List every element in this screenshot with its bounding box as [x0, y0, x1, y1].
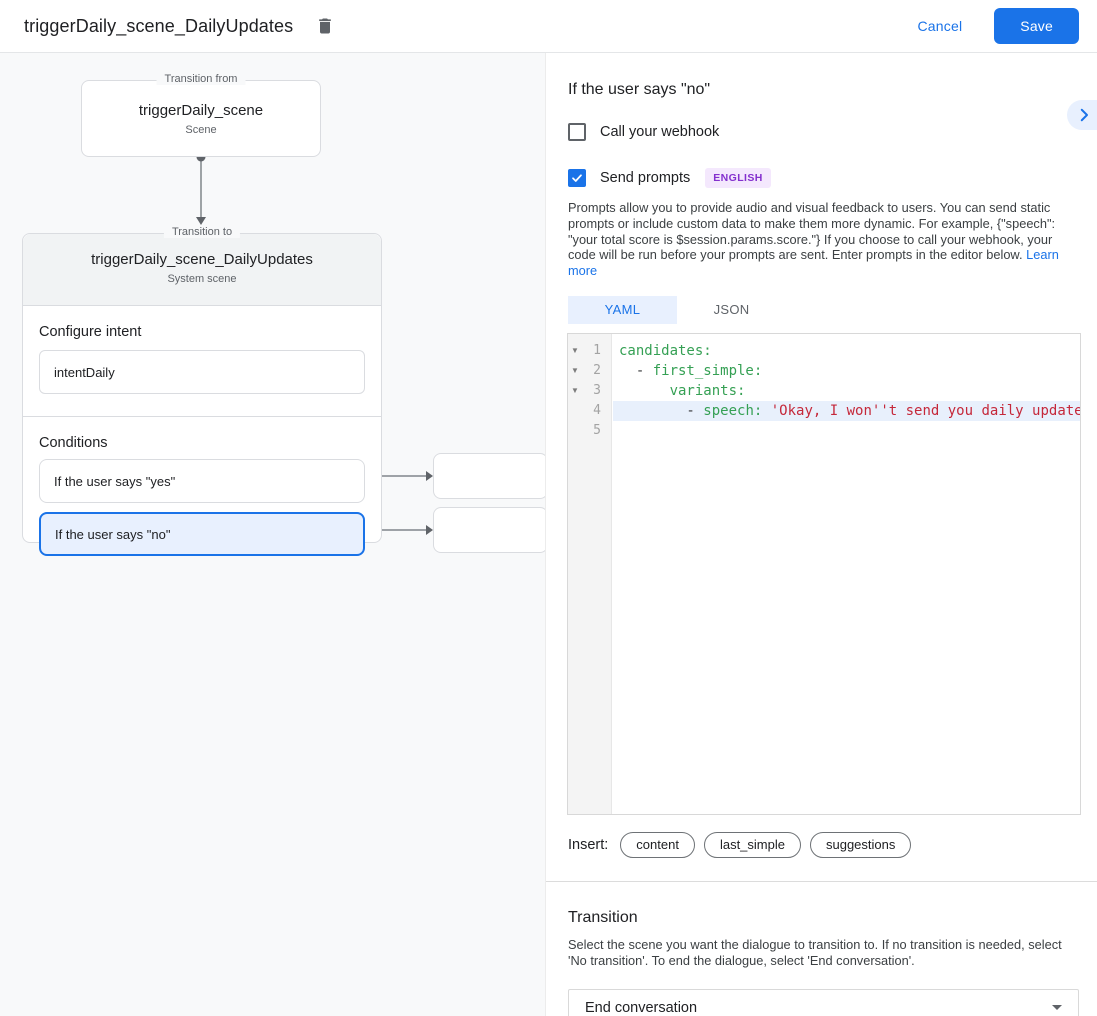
- save-button[interactable]: Save: [994, 8, 1079, 44]
- editor-line: 4 - speech: 'Okay, I won''t send you dai…: [568, 400, 1080, 421]
- fold-arrow-icon[interactable]: ▼: [571, 386, 579, 396]
- insert-chips: content last_simple suggestions: [620, 831, 912, 858]
- header-bar: triggerDaily_scene_DailyUpdates Cancel S…: [0, 0, 1097, 53]
- webhook-check-row: Call your webhook: [568, 123, 1079, 141]
- transition-select[interactable]: End conversation: [568, 988, 1079, 1016]
- editor-code-line: candidates:: [619, 342, 712, 359]
- configure-intent-label: Configure intent: [39, 324, 142, 340]
- line-number: 2: [593, 363, 601, 379]
- tab-json[interactable]: JSON: [677, 296, 786, 324]
- language-badge: ENGLISH: [705, 168, 771, 188]
- flow-canvas[interactable]: Transition from triggerDaily_scene Scene…: [0, 53, 545, 1016]
- call-webhook-label: Call your webhook: [600, 124, 720, 140]
- transition-description: Select the scene you want the dialogue t…: [568, 936, 1062, 968]
- transition-heading: Transition: [568, 908, 638, 926]
- collapse-panel-button[interactable]: [1067, 100, 1097, 130]
- editor-gutter-cell: ▼1: [568, 341, 613, 361]
- editor-gutter-cell: ▼3: [568, 381, 613, 401]
- line-number: 1: [593, 343, 601, 359]
- insert-chip-suggestions[interactable]: suggestions: [809, 831, 912, 858]
- editor-code-line: - first_simple:: [619, 362, 763, 379]
- to-scene-type: System scene: [167, 273, 237, 285]
- panel-content: If the user says "no" Call your webhook …: [546, 81, 1097, 1016]
- to-scene-name: triggerDaily_scene_DailyUpdates: [91, 251, 313, 268]
- caret-down-icon: [1052, 1005, 1062, 1011]
- condition-editor-panel: If the user says "no" Call your webhook …: [545, 53, 1097, 1016]
- target-node-no[interactable]: [433, 507, 545, 553]
- editor-gutter-cell: 4: [568, 401, 613, 421]
- transition-from-node[interactable]: Transition from triggerDaily_scene Scene: [81, 73, 321, 157]
- prompts-check-row: Send prompts ENGLISH: [568, 168, 1079, 188]
- conditions-label: Conditions: [39, 435, 108, 451]
- header-actions: Cancel Save: [917, 8, 1079, 44]
- line-number: 4: [593, 403, 601, 419]
- editor-line: ▼3 variants:: [568, 381, 1080, 401]
- checkmark-icon: [572, 174, 582, 182]
- learn-more-link[interactable]: Learn more: [568, 247, 1059, 279]
- node-section-divider: [23, 416, 381, 417]
- to-scene-body: Configure intent intentDaily Conditions …: [23, 324, 381, 556]
- fold-arrow-icon[interactable]: ▼: [571, 366, 579, 376]
- page-title: triggerDaily_scene_DailyUpdates: [24, 15, 294, 36]
- target-node-yes[interactable]: [433, 453, 545, 499]
- insert-row: Insert: content last_simple suggestions: [568, 831, 1079, 858]
- editor-gutter-cell: 5: [568, 421, 613, 441]
- call-webhook-checkbox[interactable]: [568, 123, 586, 141]
- send-prompts-checkbox[interactable]: [568, 169, 586, 187]
- panel-divider: [546, 880, 1097, 882]
- fold-arrow-icon[interactable]: ▼: [571, 346, 579, 356]
- from-scene-name: triggerDaily_scene: [138, 102, 264, 119]
- insert-chip-last_simple[interactable]: last_simple: [703, 831, 801, 858]
- transition-to-node[interactable]: Transition to triggerDaily_scene_DailyUp…: [22, 226, 382, 556]
- to-scene-header: triggerDaily_scene_DailyUpdates System s…: [23, 234, 381, 306]
- delete-button[interactable]: [311, 11, 339, 41]
- editor-line: 5: [568, 421, 1080, 441]
- transition-to-legend: Transition to: [163, 226, 241, 238]
- chevron-right-icon: [1080, 108, 1088, 122]
- transition-select-value: End conversation: [585, 999, 698, 1016]
- insert-chip-content[interactable]: content: [620, 831, 695, 858]
- condition-row-no[interactable]: If the user says "no": [39, 512, 365, 556]
- prompts-description-text: Prompts allow you to provide audio and v…: [568, 200, 1056, 263]
- condition-heading: If the user says "no": [568, 81, 711, 98]
- condition-row-yes[interactable]: If the user says "yes": [39, 459, 365, 503]
- line-number: 3: [593, 383, 601, 399]
- editor-code-line: variants:: [669, 382, 746, 399]
- editor-gutter: [568, 333, 612, 814]
- cancel-button[interactable]: Cancel: [917, 18, 963, 34]
- insert-label: Insert:: [568, 836, 609, 853]
- intent-item[interactable]: intentDaily: [39, 350, 365, 394]
- prompts-description: Prompts allow you to provide audio and v…: [568, 200, 1082, 279]
- editor-gutter-cell: ▼2: [568, 361, 613, 381]
- editor-code-line: [613, 421, 1080, 441]
- transition-from-legend: Transition from: [156, 73, 246, 85]
- tab-yaml[interactable]: YAML: [568, 295, 677, 324]
- editor-line: ▼2 - first_simple:: [568, 361, 1080, 381]
- editor-code-line: - speech: 'Okay, I won''t send you daily…: [613, 400, 1080, 421]
- from-scene-type: Scene: [185, 124, 217, 136]
- line-number: 5: [593, 423, 601, 439]
- send-prompts-label: Send prompts: [600, 170, 691, 186]
- trash-icon: [319, 18, 332, 34]
- editor-format-tabs: YAML JSON: [568, 295, 1079, 324]
